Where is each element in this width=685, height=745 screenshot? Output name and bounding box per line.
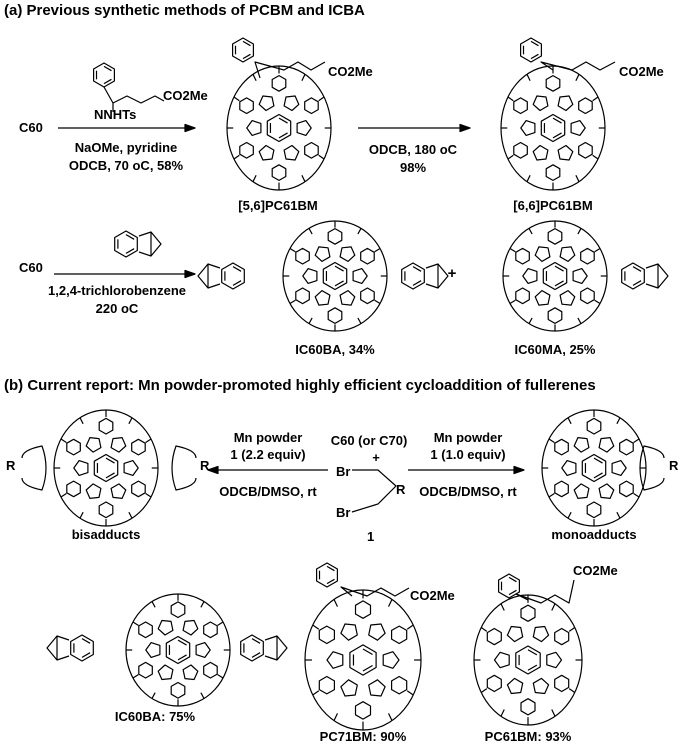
icba-addend-left-a xyxy=(197,262,245,290)
arrow-row1 xyxy=(58,123,196,133)
pc71bm-phenyl xyxy=(316,562,338,588)
bisadduct-ring-right xyxy=(171,445,197,491)
pc61bm-cage xyxy=(473,594,583,726)
icba-cage-b xyxy=(125,593,231,707)
left-arrow-line3: ODCB/DMSO, rt xyxy=(219,484,317,499)
bisadduct-r-left: R xyxy=(6,458,16,473)
center-r: R xyxy=(396,482,406,497)
monoadduct-ring xyxy=(639,445,665,491)
product1-phenyl xyxy=(232,37,254,63)
pc61bm-66-cage xyxy=(500,65,606,191)
reagent-ester-label: CO2Me xyxy=(163,88,208,103)
pc61bm-chain xyxy=(515,579,575,604)
arrow-right-b xyxy=(408,465,525,475)
c60-label-row1: C60 xyxy=(19,120,43,135)
product1-chain xyxy=(254,61,326,79)
product2-phenyl xyxy=(519,37,543,63)
reagent-number: 1 xyxy=(367,529,375,544)
icba-cage-a xyxy=(282,220,388,332)
center-plus: + xyxy=(372,450,380,465)
bisadduct-cage xyxy=(53,409,159,527)
part-a-header: (a) Previous synthetic methods of PCBM a… xyxy=(4,2,365,19)
right-arrow-line1: Mn powder xyxy=(433,430,503,445)
left-arrow-line1: Mn powder xyxy=(233,430,303,445)
c60-label-row2: C60 xyxy=(19,260,43,275)
icma-label-a: IC60MA, 25% xyxy=(514,342,596,357)
icma-addend-a xyxy=(621,262,669,290)
left-arrow-line2: 1 (2.2 equiv) xyxy=(230,447,306,462)
arrow-row1b xyxy=(358,123,471,133)
icba-label-a: IC60BA, 34% xyxy=(295,342,375,357)
icba-addend-right-b xyxy=(240,634,288,662)
row2-conditions-line2: 220 oC xyxy=(95,301,139,316)
center-br2: Br xyxy=(336,505,351,520)
icba-label-b: IC60BA: 75% xyxy=(114,709,196,724)
product2-label: [6,6]PC61BM xyxy=(513,198,593,213)
pc61bm-ester-label: CO2Me xyxy=(573,563,618,578)
pc61bm-56-cage xyxy=(226,65,332,191)
row2-conditions-line1: 1,2,4-trichlorobenzene xyxy=(48,283,186,298)
icba-addend-left-b xyxy=(46,634,94,662)
monoadducts-label: monoadducts xyxy=(551,527,637,542)
icma-cage-a xyxy=(502,220,608,332)
row1-conditions-line2: ODCB, 70 oC, 58% xyxy=(68,158,184,173)
plus-sign: + xyxy=(447,265,457,282)
arrow2-line1: ODCB, 180 oC xyxy=(368,142,458,157)
pc61bm-label: PC61BM: 93% xyxy=(484,729,572,744)
product2-chain xyxy=(540,61,616,71)
product1-ester-label: CO2Me xyxy=(328,64,373,79)
indene-reagent xyxy=(114,230,162,258)
monoadduct-cage xyxy=(541,409,647,527)
row1-conditions-line1: NaOMe, pyridine xyxy=(74,140,178,155)
bisadduct-ring-left xyxy=(21,445,47,491)
product1-label: [5,6]PC61BM xyxy=(238,198,318,213)
reagent-chain xyxy=(103,86,165,104)
pc71bm-ester-label: CO2Me xyxy=(410,588,455,603)
pc61bm-phenyl xyxy=(498,573,521,599)
right-arrow-line3: ODCB/DMSO, rt xyxy=(419,484,517,499)
bisadduct-r-right: R xyxy=(200,458,210,473)
bisadducts-label: bisadducts xyxy=(71,527,141,542)
center-fullerene: C60 (or C70) xyxy=(330,433,408,448)
product2-ester-label: CO2Me xyxy=(619,64,664,79)
arrow-row2 xyxy=(54,269,196,279)
part-b-header: (b) Current report: Mn powder-promoted h… xyxy=(4,377,596,394)
pc71bm-cage xyxy=(304,589,422,731)
arrow-left-b xyxy=(207,465,328,475)
dibromo-reagent xyxy=(351,469,397,513)
center-br1: Br xyxy=(336,464,351,479)
reagent-hydrazone-label: NNHTs xyxy=(94,107,137,122)
pc71bm-chain xyxy=(340,586,410,597)
right-arrow-line2: 1 (1.0 equiv) xyxy=(430,447,506,462)
reagent-phenyl xyxy=(92,62,116,88)
monoadduct-r: R xyxy=(669,458,679,473)
icba-addend-right-a xyxy=(401,262,449,290)
pc71bm-label: PC71BM: 90% xyxy=(319,729,407,744)
arrow2-line2: 98% xyxy=(399,160,427,175)
